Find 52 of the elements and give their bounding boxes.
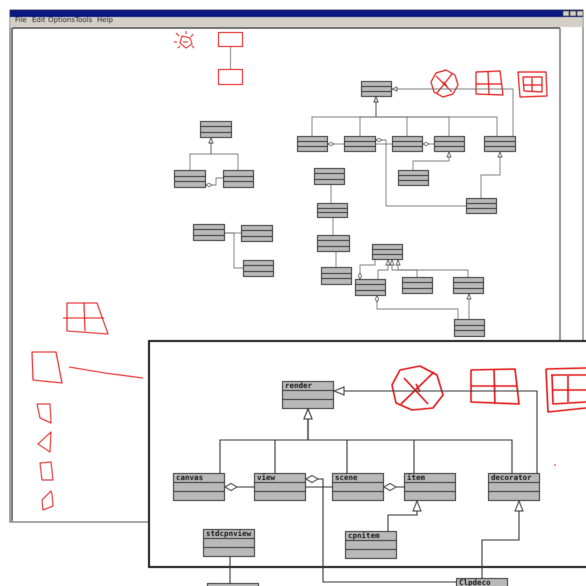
class-box — [398, 170, 429, 186]
connector-arrow — [392, 86, 514, 136]
connector-arrow — [481, 500, 524, 578]
class-box — [254, 473, 306, 501]
sketch-box — [218, 32, 243, 47]
class-box — [484, 136, 516, 152]
connector-arrow — [396, 260, 468, 278]
class-box — [332, 473, 384, 501]
class-box — [466, 198, 497, 214]
connector-arrow — [304, 408, 513, 473]
connector-line — [330, 184, 332, 204]
class-box — [345, 531, 397, 559]
class-box — [402, 277, 433, 294]
connector-arrow — [387, 500, 422, 531]
class-box — [454, 319, 485, 337]
connector-arrow — [480, 152, 502, 198]
connector-arrow — [334, 386, 538, 473]
connector-line — [224, 232, 244, 268]
class-box — [317, 235, 350, 252]
connector-arrow — [374, 96, 498, 136]
connector-arrow — [466, 294, 472, 320]
class-box — [203, 529, 255, 557]
connector-line — [229, 557, 231, 583]
class-box — [453, 277, 484, 294]
connector-arrow — [378, 260, 390, 280]
class-box — [282, 381, 334, 409]
connector-arrow — [208, 138, 238, 170]
class-box — [392, 136, 423, 152]
class-box — [173, 473, 225, 501]
class-box — [372, 244, 403, 260]
sketch-box — [218, 69, 243, 85]
connector-line — [332, 218, 334, 236]
class-box — [361, 81, 392, 97]
class-box — [241, 225, 273, 242]
class-box — [355, 279, 386, 296]
class-box — [344, 136, 376, 152]
class-box — [488, 473, 540, 501]
class-box — [317, 203, 348, 218]
class-box — [434, 136, 465, 152]
class-box — [321, 267, 352, 285]
class-box — [404, 473, 456, 501]
class-box — [174, 170, 206, 188]
class-box — [223, 170, 254, 188]
class-box — [193, 224, 225, 241]
connector-arrow — [390, 260, 418, 278]
connector-arrow — [412, 152, 452, 170]
class-box — [314, 168, 345, 185]
connector-line — [306, 486, 332, 488]
connector-line — [230, 46, 231, 70]
class-box — [297, 136, 328, 152]
class-box — [200, 121, 232, 138]
class-box — [243, 260, 274, 277]
